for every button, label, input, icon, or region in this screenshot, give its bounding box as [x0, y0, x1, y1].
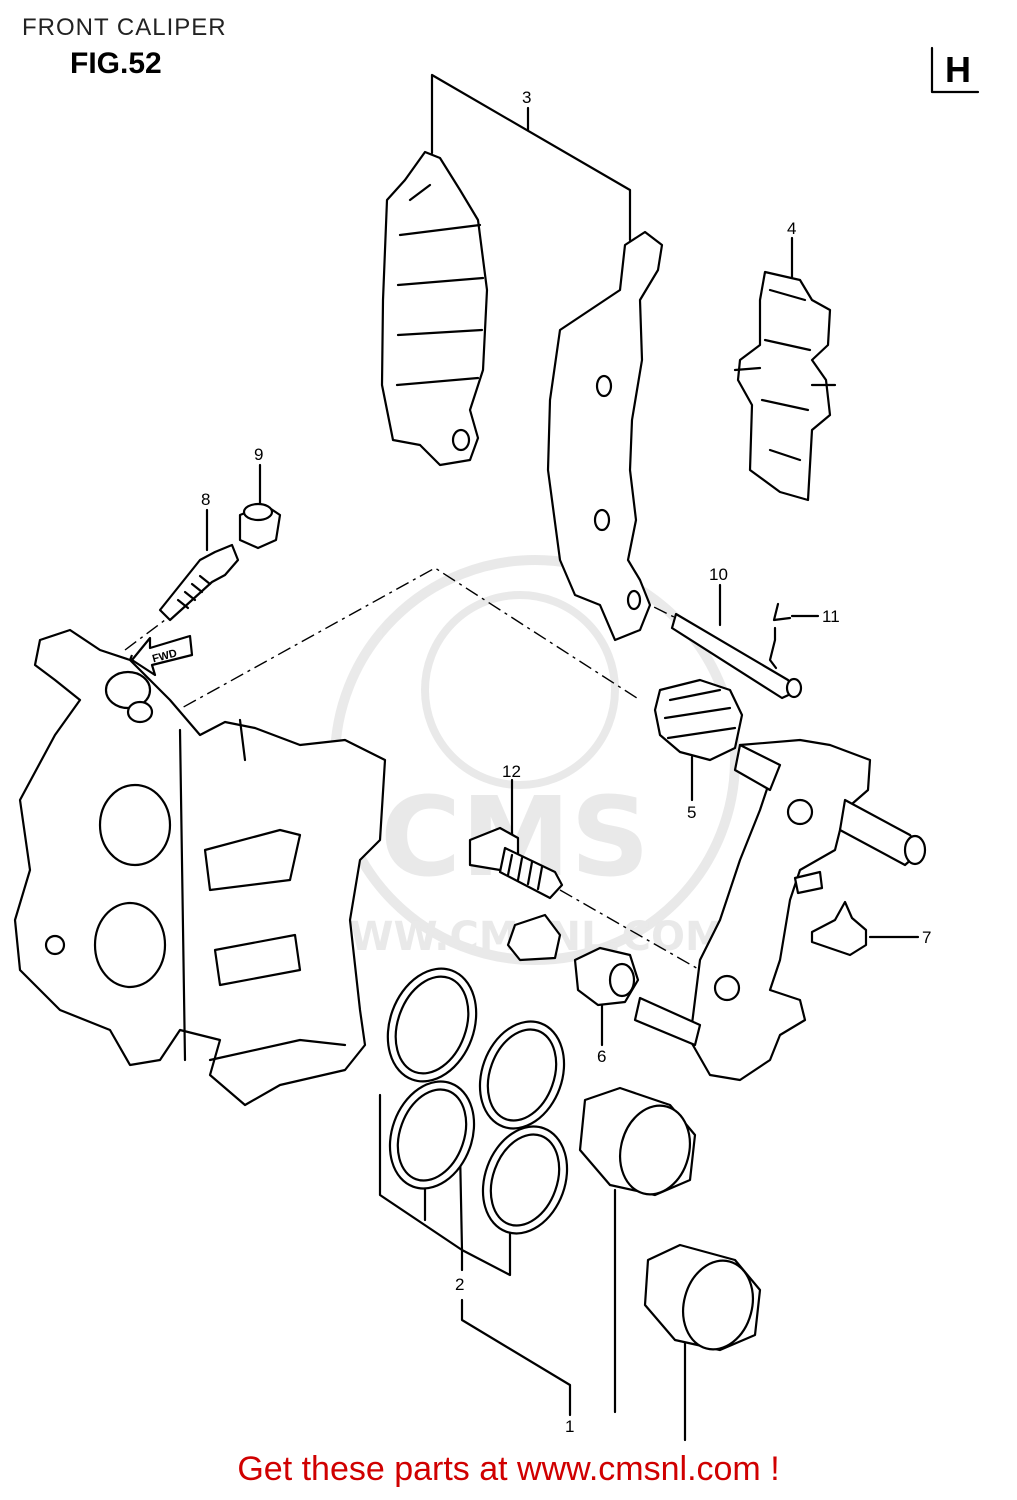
mounting-bolt-thread — [506, 853, 544, 891]
small-boot-opening — [608, 962, 636, 998]
leader-3 — [430, 73, 632, 242]
brake-pad-right-hole-upper — [595, 374, 613, 398]
small-boot[interactable] — [573, 946, 640, 1007]
assembly-line-upper — [159, 567, 641, 721]
callout-3: 3 — [522, 88, 531, 107]
caliper-bracket-tab — [793, 870, 824, 895]
pin-clip[interactable] — [768, 602, 792, 670]
callout-12: 12 — [502, 762, 521, 781]
bleeder-valve-body — [158, 543, 240, 622]
mounting-bolt[interactable] — [468, 826, 564, 900]
piston-seal-3-inner — [396, 1088, 468, 1182]
slide-pin-sleeve[interactable] — [506, 913, 562, 962]
caliper-cylinder-lower — [93, 901, 167, 989]
callout-8: 8 — [201, 490, 210, 509]
piston-seals[interactable] — [373, 956, 582, 1245]
section-mark: H — [930, 46, 980, 94]
brake-pad-left-body — [380, 150, 489, 467]
leader-1 — [460, 1188, 687, 1442]
callout-9: 9 — [254, 445, 263, 464]
pad-spring-details — [733, 288, 837, 462]
caliper-body-fins — [178, 718, 347, 1062]
piston-lower-face — [682, 1259, 754, 1351]
fwd-arrow: FWD — [128, 634, 194, 677]
leader-lines — [205, 73, 920, 1442]
caliper-body-outline — [13, 628, 387, 1107]
callout-4: 4 — [787, 219, 796, 238]
assembly-line-bleeder — [124, 619, 166, 651]
caliper-cylinder-upper — [98, 783, 172, 867]
callout-6: 6 — [597, 1047, 606, 1066]
slide-pin-boot-ribs — [663, 688, 737, 740]
caliper-body[interactable] — [13, 628, 387, 1107]
callout-10: 10 — [709, 565, 728, 584]
callout-11: 11 — [822, 607, 840, 626]
bleeder-cap[interactable] — [238, 502, 282, 550]
pad-pin-end — [785, 677, 803, 699]
slide-pin-sleeve-body — [506, 913, 562, 962]
fwd-arrow-shape — [128, 634, 194, 677]
pistons[interactable] — [578, 1086, 762, 1357]
callout-labels: 1 2 3 4 5 6 7 8 9 10 11 12 — [201, 88, 931, 1436]
footer-link[interactable]: Get these parts at www.cmsnl.com ! — [237, 1450, 780, 1488]
piston-seal-1-inner — [394, 975, 470, 1075]
pad-spring-body — [736, 270, 832, 502]
caliper-bracket-pin-upper-end — [903, 834, 927, 866]
brake-pad-left[interactable] — [380, 150, 489, 467]
bleeder-cap-top — [242, 502, 274, 522]
pad-retainer[interactable] — [810, 900, 868, 957]
section-mark-bracket — [930, 46, 980, 94]
diagram-title: FRONT CALIPER — [22, 14, 227, 41]
brake-pad-left-grooves — [395, 183, 485, 387]
pin-clip-body — [768, 602, 792, 670]
caliper-bracket-pin-back — [733, 743, 782, 792]
caliper-slide-bore — [126, 700, 154, 724]
bleeder-valve[interactable] — [158, 543, 240, 622]
piston-upper-face — [619, 1104, 691, 1196]
brake-pad-right-hole-lower — [593, 508, 611, 532]
callout-7: 7 — [922, 928, 931, 947]
slide-pin-boot[interactable] — [653, 678, 744, 762]
caliper-bracket[interactable] — [633, 738, 927, 1082]
pad-spring[interactable] — [733, 270, 837, 502]
brake-pad-right[interactable] — [546, 230, 664, 642]
section-mark-letter: H — [945, 49, 971, 90]
brake-pad-right-pin-hole — [626, 589, 642, 611]
brake-pad-right-body — [546, 230, 664, 642]
caliper-bracket-hole-upper — [786, 798, 814, 826]
callout-5: 5 — [687, 803, 696, 822]
slide-pin-boot-body — [653, 678, 744, 762]
caliper-bracket-pin-lower — [633, 996, 702, 1047]
piston-seal-4-inner — [489, 1133, 561, 1227]
callout-2: 2 — [455, 1275, 464, 1294]
pad-retainer-body — [810, 900, 868, 957]
brake-pad-left-hole — [451, 428, 471, 452]
figure-label: FIG.52 — [70, 47, 162, 80]
bleeder-valve-thread — [176, 574, 212, 610]
callout-1: 1 — [565, 1417, 574, 1436]
watermark-mascot-face — [421, 591, 619, 789]
caliper-bracket-hole-lower — [713, 974, 741, 1002]
caliper-mount-hole — [44, 934, 66, 956]
piston-seal-2-inner — [486, 1028, 558, 1122]
pad-pin[interactable] — [670, 612, 803, 700]
